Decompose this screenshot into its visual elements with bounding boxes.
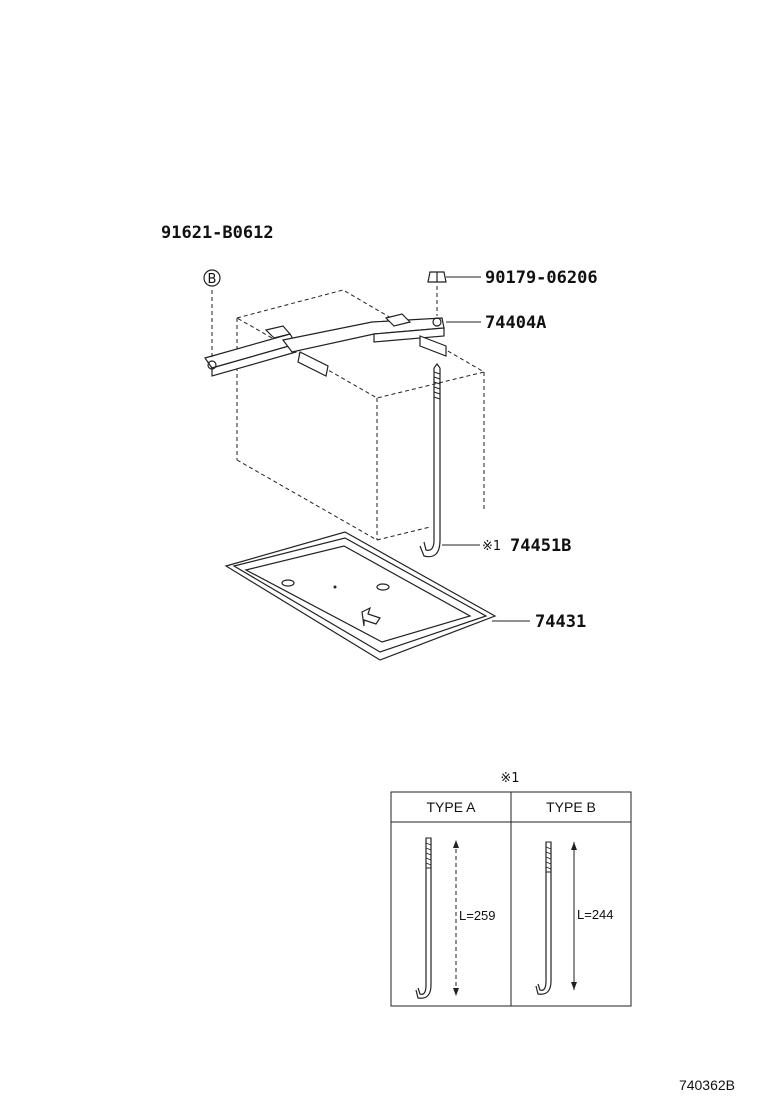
- type-a-bolt: L=259: [415, 837, 496, 999]
- type-b-bolt: L=244: [535, 841, 614, 995]
- type-b-length: L=244: [577, 907, 614, 922]
- part-number-91621: 91621-B0612: [161, 223, 274, 243]
- column-type-a: TYPE A: [426, 799, 476, 815]
- part-number-74431: 74431: [535, 612, 586, 632]
- leader-lines: [211, 276, 530, 622]
- battery-clamp: [204, 313, 447, 377]
- battery-tray: [224, 531, 497, 661]
- part-number-74451b: 74451B: [510, 536, 571, 556]
- hook-type-table: TYPE A TYPE B L=259: [390, 791, 632, 1007]
- note-mark-1: ※1: [482, 539, 501, 554]
- clip-marker-letter: B: [208, 272, 217, 287]
- diagram-code: 740362B: [679, 1077, 735, 1093]
- part-number-90179: 90179-06206: [485, 268, 598, 288]
- table-note-mark: ※1: [500, 771, 519, 786]
- clip-marker: B: [203, 269, 221, 287]
- part-number-74404a: 74404A: [485, 313, 546, 333]
- bolt-thread: [433, 371, 441, 400]
- type-a-length: L=259: [459, 908, 496, 923]
- battery-phantom: [235, 289, 486, 541]
- hook-bolt: [419, 363, 441, 558]
- nut-icon: [427, 271, 447, 283]
- column-type-b: TYPE B: [546, 799, 596, 815]
